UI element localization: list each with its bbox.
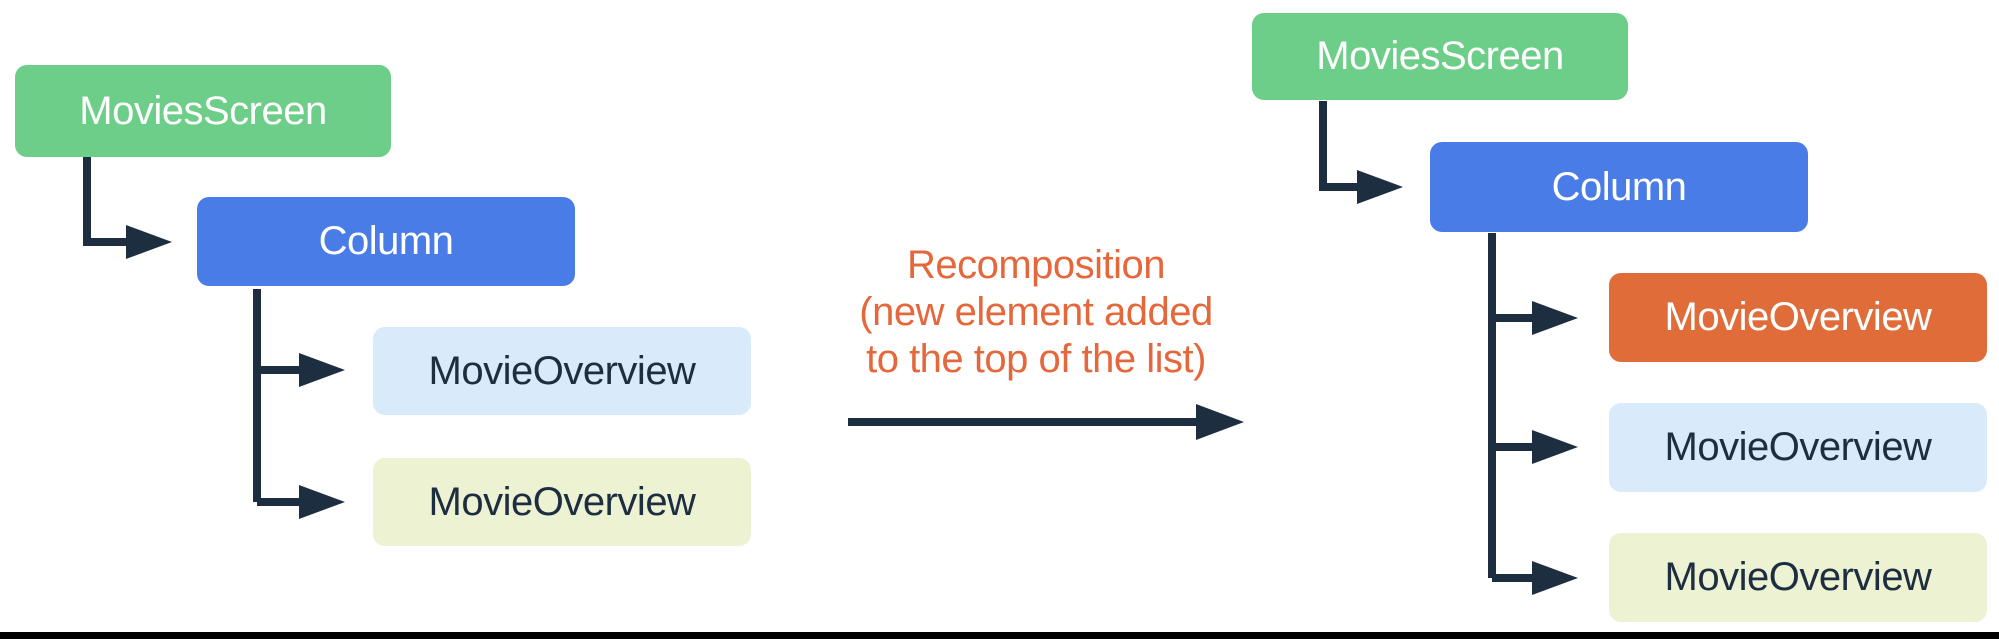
node-movieoverview-1: MovieOverview (373, 327, 751, 415)
node-column: Column (197, 197, 575, 286)
node-label: MovieOverview (1664, 425, 1932, 469)
node-label: Column (1551, 164, 1687, 209)
caption-line-3: to the top of the list) (866, 337, 1206, 381)
node-movieoverview-1: MovieOverview (1609, 403, 1987, 492)
right-branch-arrows-icon (1488, 233, 1578, 595)
node-label: MovieOverview (1664, 555, 1932, 599)
right-elbow-arrow-icon (1319, 101, 1403, 204)
node-label: MoviesScreen (1316, 34, 1564, 78)
node-column: Column (1430, 142, 1808, 232)
transition-arrow-icon (848, 404, 1244, 440)
node-label: MoviesScreen (79, 88, 327, 133)
node-label: Column (318, 219, 454, 263)
node-label: MovieOverview (428, 479, 696, 524)
recomposition-caption: Recomposition (new element added to the … (818, 242, 1254, 383)
left-elbow-arrow-icon (83, 157, 172, 259)
node-movieoverview-2: MovieOverview (1609, 533, 1987, 622)
node-movieoverview-2: MovieOverview (373, 458, 751, 546)
node-label: MovieOverview (428, 348, 696, 393)
left-branch-arrows-icon (253, 289, 345, 519)
node-movieoverview-new: MovieOverview (1609, 273, 1987, 362)
caption-line-1: Recomposition (906, 243, 1166, 287)
node-moviesscreen: MoviesScreen (1252, 13, 1628, 100)
caption-line-2: (new element added (859, 290, 1213, 334)
bottom-divider (0, 632, 1999, 639)
node-moviesscreen: MoviesScreen (15, 65, 391, 157)
node-label: MovieOverview (1664, 295, 1932, 339)
